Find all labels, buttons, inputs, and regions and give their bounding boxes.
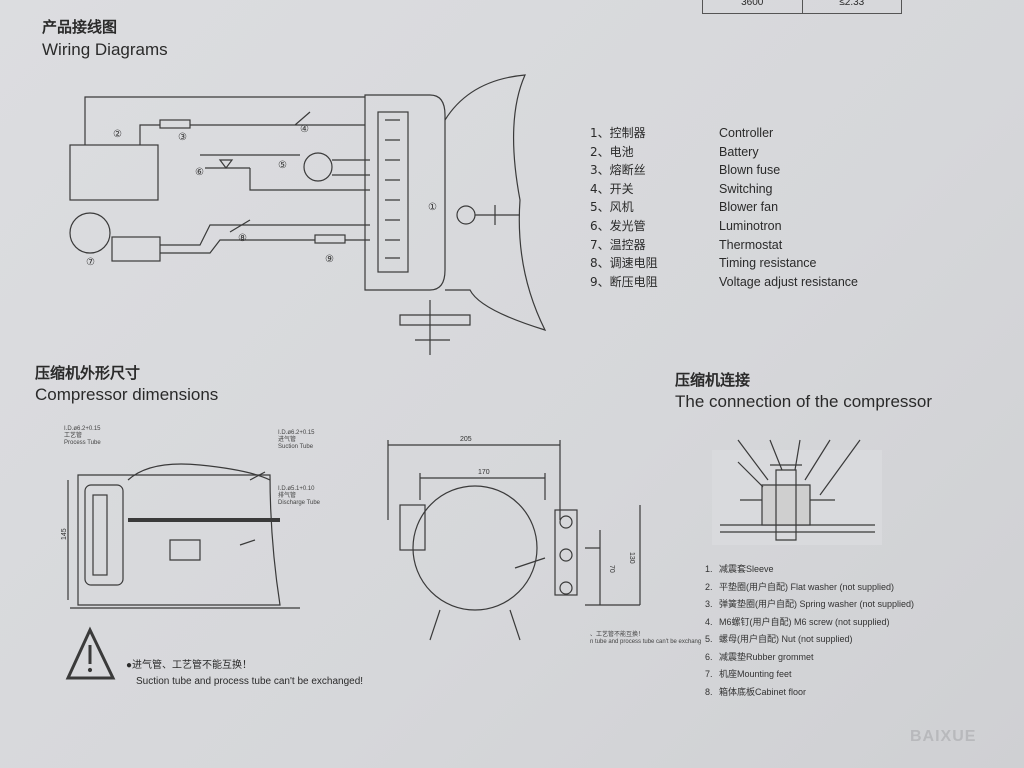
spec-table-fragment: 3600 ≤2.33 [702,0,902,14]
note-zh: 、工艺管不能互换！ [590,632,645,638]
wiring-title-zh: 产品接线图 [42,18,118,36]
svg-text:①: ① [428,202,437,213]
legend-item: 5.螺母(用户自配) Nut (not supplied) [705,634,853,644]
dim-70: 70 [608,565,615,573]
wiring-title-en: Wiring Diagrams [42,40,168,59]
warning-icon [65,626,116,680]
legend-item: 3.弹簧垫圈(用户自配) Spring washer (not supplied… [705,599,915,609]
legend-zh: 5、风机 [590,200,634,215]
svg-text:⑤: ⑤ [278,160,287,171]
legend-en: Blower fan [719,200,779,215]
spec: I.D.ø6.2+0.15 [64,426,101,432]
wiring-diagram [69,74,547,355]
watermark-logo: BAIXUE [910,728,977,745]
small-note: 、工艺管不能互换！ n tube and process tube can't … [590,632,701,646]
svg-text:⑥: ⑥ [195,167,204,178]
dimensions-title-zh: 压缩机外形尺寸 [35,364,141,382]
legend-en: Thermostat [719,237,783,252]
dim-145: 145 [61,528,68,540]
svg-text:⑧: ⑧ [238,233,247,244]
label-en: Suction Tube [278,444,314,450]
legend-item: 7.机座Mounting feet [705,669,792,679]
legend-en: Voltage adjust resistance [719,274,858,289]
legend-en: Luminotron [719,218,782,233]
legend-item: 4.M6螺钉(用户自配) M6 screw (not supplied) [705,616,890,627]
legend-item: 8.箱体底板Cabinet floor [705,686,807,697]
legend-zh: 8、调速电阻 [590,256,658,271]
warning-zh: ●进气管、工艺管不能互换！ [126,660,253,671]
legend-en: Switching [719,181,773,196]
dimensions-title-en: Compressor dimensions [35,385,219,404]
legend-en: Blown fuse [719,163,781,178]
connection-title-en: The connection of the compressor [675,392,933,411]
warning-en: Suction tube and process tube can't be e… [136,676,364,687]
legend-item: 1.减震套Sleeve [705,564,774,574]
suction-tube-label: I.D.ø6.2+0.15 进气管 Suction Tube [278,430,315,451]
spec: I.D.ø6.2+0.15 [278,430,315,436]
process-tube-label: I.D.ø6.2+0.15 工艺管 Process Tube [64,426,101,447]
table-cell: ≤2.33 [839,0,865,8]
legend-zh: 1、控制器 [590,126,646,140]
callout-2: ② [113,129,122,140]
legend-zh: 2、电池 [590,144,634,159]
discharge-tube-label: I.D.ø5.1+0.10 排气管 Discharge Tube [278,486,320,507]
dim-170: 170 [478,469,490,476]
svg-text:③: ③ [178,132,187,143]
label-zh: 工艺管 [64,433,83,439]
legend-en: Timing resistance [719,256,817,271]
table-cell: 3600 [703,0,803,13]
compressor-side-view [67,463,300,609]
label-en: Discharge Tube [278,500,321,506]
connection-legend: 1.减震套Sleeve 2.平垫圈(用户自配) Flat washer (not… [705,561,914,701]
legend-zh: 3、熔断丝 [590,163,646,178]
label-en: Process Tube [64,440,101,446]
svg-text:⑦: ⑦ [86,257,95,268]
legend-zh: 9、断压电阻 [590,274,658,289]
svg-text:⑨: ⑨ [325,254,334,265]
legend-zh: 4、开关 [590,181,634,196]
mounting-diagram [712,439,882,545]
svg-text:④: ④ [300,124,309,135]
dim-130: 130 [628,552,635,564]
connection-title-zh: 压缩机连接 [675,371,751,389]
label-zh: 排气管 [278,493,297,499]
legend-item: 6.减震垫Rubber grommet [705,651,814,662]
dim-205: 205 [460,436,472,443]
legend-item: 2.平垫圈(用户自配) Flat washer (not supplied) [705,581,895,592]
legend-zh: 7、温控器 [590,237,646,252]
compressor-top-view [387,440,641,641]
legend-en: Battery [719,144,759,159]
spec: I.D.ø5.1+0.10 [278,486,315,492]
note-en: n tube and process tube can't be exchang [590,639,702,645]
legend-en: Controller [719,126,774,140]
legend-zh: 6、发光管 [590,218,646,233]
label-zh: 进气管 [278,437,297,443]
